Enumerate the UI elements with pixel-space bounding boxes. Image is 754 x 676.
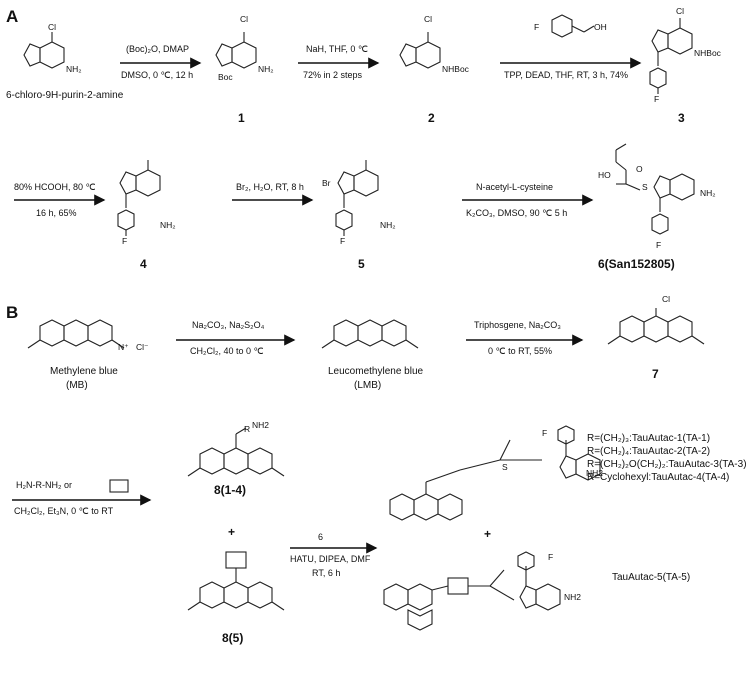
svg-text:F: F <box>122 236 127 246</box>
svg-text:NHBoc: NHBoc <box>442 64 470 74</box>
stepb1-reagents: Na₂CO₃, Na₂S₂O₄ <box>192 320 265 330</box>
mb-name: Methylene blue <box>50 366 118 377</box>
svg-text:F: F <box>534 22 539 32</box>
stepb3-conditions: CH₂Cl₂, Et₃N, 0 ℃ to RT <box>14 506 114 516</box>
tauautac-5-label: TauAutac-5(TA-5) <box>612 572 690 583</box>
svg-text:R: R <box>244 424 250 434</box>
compound-3-structure <box>649 18 693 94</box>
svg-text:S: S <box>502 462 508 472</box>
compound-8-1-4-structure <box>187 427 285 477</box>
stepb2-conditions: 0 ℃ to RT, 55% <box>488 346 552 356</box>
svg-text:Br: Br <box>322 178 331 188</box>
svg-text:Boc: Boc <box>218 72 233 82</box>
compound-4-structure <box>117 160 161 236</box>
panel-a-label: A <box>6 7 18 26</box>
compound-8-5-label: 8(5) <box>222 631 243 645</box>
plus-sign-right: + <box>484 527 491 541</box>
mb-abbr: (MB) <box>66 380 88 391</box>
compound-4-label: 4 <box>140 257 147 271</box>
step2-reagents: NaH, THF, 0 ℃ <box>306 44 368 54</box>
svg-text:F: F <box>656 240 661 250</box>
starting-material-name: 6-chloro-9H-purin-2-amine <box>6 90 124 101</box>
stepb1-conditions: CH₂Cl₂, 40 to 0 ℃ <box>190 346 264 356</box>
r-def-4: R=Cyclohexyl:TauAutac-4(TA-4) <box>587 472 729 483</box>
svg-text:F: F <box>340 236 345 246</box>
svg-text:NH₂: NH₂ <box>160 220 176 230</box>
svg-text:Cl: Cl <box>240 14 248 24</box>
step6-reagents: N-acetyl-L-cysteine <box>476 182 553 192</box>
compound-5-label: 5 <box>358 257 365 271</box>
compound-2-label: 2 <box>428 111 435 125</box>
step1-reagents: (Boc)₂O, DMAP <box>126 44 189 54</box>
svg-text:NH2: NH2 <box>252 420 269 430</box>
4-fluorobenzyl-alcohol <box>551 14 595 38</box>
compound-2-structure <box>399 32 441 69</box>
svg-text:NH₂: NH₂ <box>258 64 274 74</box>
svg-text:Cl⁻: Cl⁻ <box>136 342 149 352</box>
tauautac-1-4-structure <box>389 425 601 521</box>
stepb4-conditions: RT, 6 h <box>312 568 340 578</box>
svg-text:NH2: NH2 <box>586 468 603 478</box>
leucomethylene-blue-structure <box>321 319 419 349</box>
step5-reagents: Br₂, H₂O, RT, 8 h <box>236 182 304 192</box>
compound-5-structure <box>335 160 379 236</box>
svg-text:O: O <box>636 164 643 174</box>
svg-text:Cl: Cl <box>424 14 432 24</box>
compound-1-structure <box>215 32 257 69</box>
r-def-3: R=(CH₂)₂O(CH₂)₂:TauAutac-3(TA-3) <box>587 459 747 470</box>
svg-text:NH₂: NH₂ <box>66 64 82 74</box>
svg-text:NHBoc: NHBoc <box>694 48 722 58</box>
r-def-1: R=(CH₂)₃:TauAutac-1(TA-1) <box>587 433 710 444</box>
tauautac-5-structure <box>383 551 561 631</box>
compound-8-5-structure <box>187 551 285 611</box>
svg-text:Cl: Cl <box>48 22 56 32</box>
svg-text:OH: OH <box>594 22 607 32</box>
methylene-blue-structure <box>27 319 125 349</box>
step4-reagents: 80% HCOOH, 80 ℃ <box>14 182 96 192</box>
svg-text:NH₂: NH₂ <box>700 188 716 198</box>
compound-8-1-4-label: 8(1-4) <box>214 483 246 497</box>
svg-text:Cl: Cl <box>662 294 670 304</box>
panel-b-label: B <box>6 303 18 322</box>
step1-conditions: DMSO, 0 ℃, 12 h <box>121 70 193 80</box>
compound-7-structure <box>607 308 705 345</box>
step6-conditions: K₂CO₃, DMSO, 90 ℃ 5 h <box>466 208 567 218</box>
stepb4-reagents: HATU, DIPEA, DMF <box>290 554 371 564</box>
compound-6-structure <box>615 143 695 235</box>
purine-starting-material <box>23 32 65 69</box>
svg-text:F: F <box>548 552 553 562</box>
svg-text:NH₂: NH₂ <box>380 220 396 230</box>
step2-conditions: 72% in 2 steps <box>303 70 363 80</box>
svg-text:F: F <box>654 94 659 104</box>
step3-conditions: TPP, DEAD, THF, RT, 3 h, 74% <box>504 70 628 80</box>
svg-text:F: F <box>542 428 547 438</box>
step4-conditions: 16 h, 65% <box>36 208 77 218</box>
compound-7-label: 7 <box>652 367 659 381</box>
lmb-abbr: (LMB) <box>354 380 381 391</box>
compound-6-label: 6(San152805) <box>598 257 675 271</box>
plus-sign-left: + <box>228 525 235 539</box>
svg-text:Cl: Cl <box>676 6 684 16</box>
stepb3-reagents: H₂N-R-NH₂ or <box>16 480 72 490</box>
svg-text:S: S <box>642 182 648 192</box>
stepb4-reagent-6: 6 <box>318 532 323 542</box>
piperazine-icon <box>109 479 129 493</box>
svg-text:NH2: NH2 <box>564 592 581 602</box>
svg-text:HO: HO <box>598 170 611 180</box>
compound-1-label: 1 <box>238 111 245 125</box>
compound-3-label: 3 <box>678 111 685 125</box>
r-def-2: R=(CH₂)₄:TauAutac-2(TA-2) <box>587 446 710 457</box>
stepb2-reagents: Triphosgene, Na₂CO₃ <box>474 320 561 330</box>
svg-text:N⁺: N⁺ <box>118 342 129 352</box>
lmb-name: Leucomethylene blue <box>328 366 424 377</box>
